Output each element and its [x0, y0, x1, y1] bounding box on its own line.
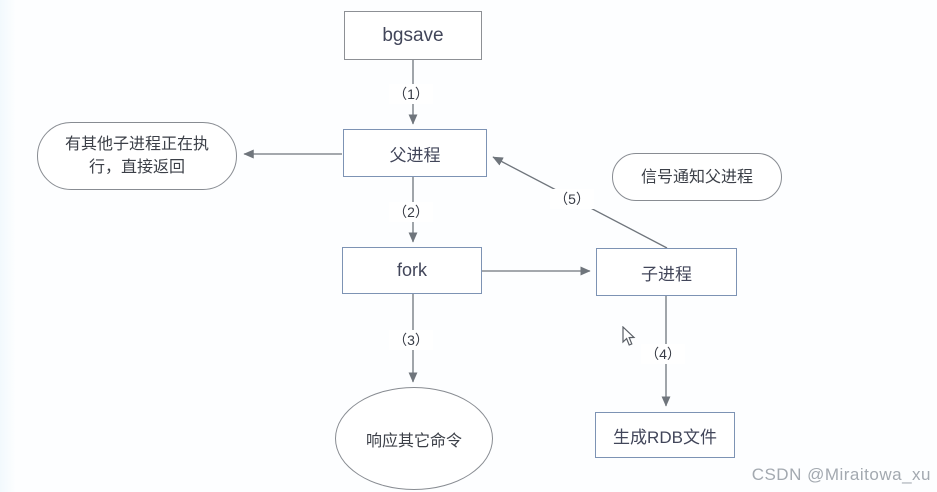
- step-label-3: （3）: [389, 330, 433, 350]
- step-label-2: （2）: [389, 202, 433, 222]
- node-child-process: 子进程: [596, 248, 737, 296]
- node-parent-process: 父进程: [343, 129, 487, 177]
- node-bgsave: bgsave: [344, 11, 482, 60]
- step-label-5: （5）: [550, 189, 594, 209]
- ellipse-other-child-running-return: 有其他子进程正在执行，直接返回: [37, 122, 237, 190]
- csdn-watermark: CSDN @Miraitowa_xu: [751, 465, 931, 484]
- left-edge-tint: [0, 0, 16, 492]
- ellipse-respond-other-commands: 响应其它命令: [335, 387, 493, 490]
- ellipse-signal-notify-parent: 信号通知父进程: [612, 153, 782, 201]
- mouse-cursor-icon: [622, 326, 636, 346]
- node-fork: fork: [342, 247, 482, 294]
- step-label-4: （4）: [641, 344, 685, 364]
- step-label-1: （1）: [389, 84, 433, 104]
- node-generate-rdb-file: 生成RDB文件: [595, 412, 735, 458]
